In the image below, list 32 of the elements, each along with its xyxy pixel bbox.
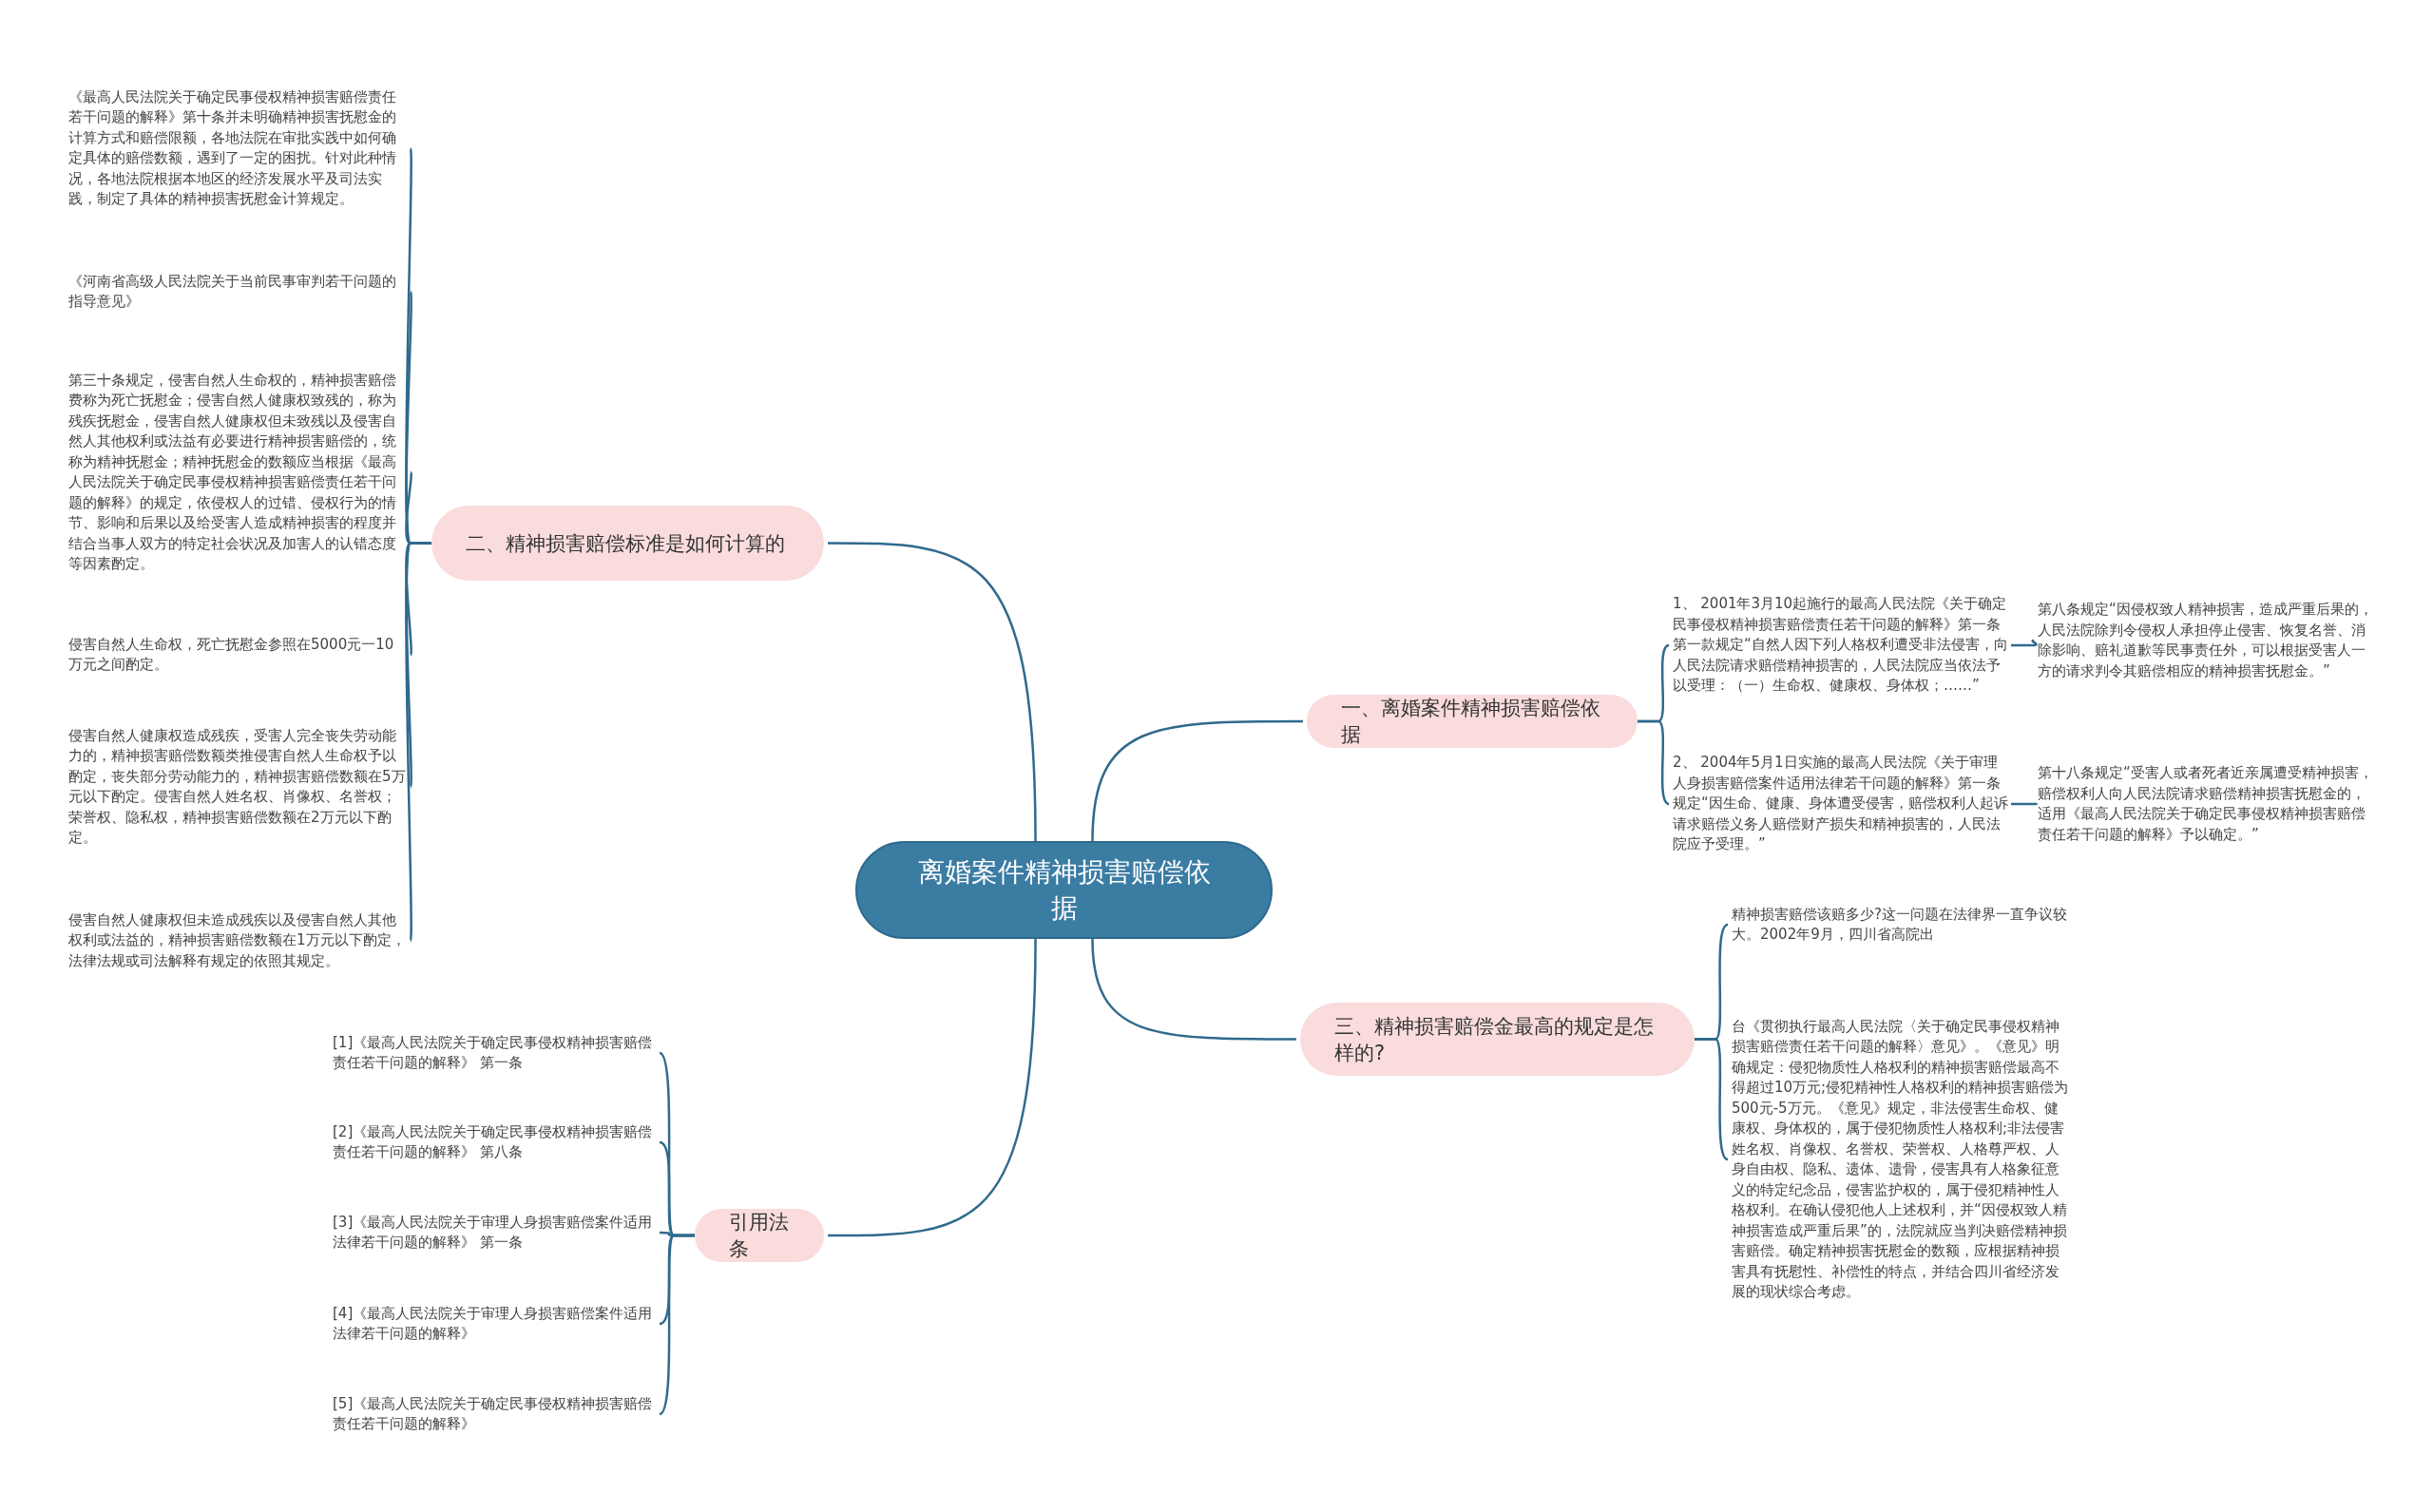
note-text: 《最高人民法院关于确定民事侵权精神损害赔偿责任若干问题的解释》第十条并未明确精神损害抚慰金的计算方式和赔偿限额，各地法院在审批实践中如何确定具体的赔偿数额，遇到了一定的困扰。针对此种情况，各地法院根据本地区的经济发展水平及司法实践，制定了具体的精神损害抚慰金计算规定。 xyxy=(68,74,407,222)
note-text: [4]《最高人民法院关于审理人身损害赔偿案件适用法律若干问题的解释》 xyxy=(333,1301,656,1347)
note-text: [2]《最高人民法院关于确定民事侵权精神损害赔偿责任若干问题的解释》 第八条 xyxy=(333,1120,656,1165)
note-text: 侵害自然人健康权但未造成残疾以及侵害自然人其他权利或法益的，精神损害赔偿数额在1万元以下酌定，法律法规或司法解释有规定的依照其规定。 xyxy=(68,897,407,985)
branch-topic: 三、精神损害赔偿金最高的规定是怎样的? xyxy=(1300,1003,1695,1076)
connector-line xyxy=(659,1234,695,1415)
connector-line xyxy=(828,542,1037,842)
branch-topic: 引用法条 xyxy=(695,1209,824,1262)
note-text: 《河南省高级人民法院关于当前民事审判若干问题的指导意见》 xyxy=(68,270,407,314)
connector-line xyxy=(2011,802,2037,806)
note-text: [3]《最高人民法院关于审理人身损害赔偿案件适用法律若干问题的解释》 第一条 xyxy=(333,1210,656,1255)
connector-line xyxy=(1091,938,1296,1041)
branch-topic: 一、离婚案件精神损害赔偿依据 xyxy=(1307,695,1638,748)
connector-line xyxy=(2011,640,2038,647)
connector-line xyxy=(1695,1038,1729,1161)
connector-line xyxy=(1638,719,1670,806)
connector-line xyxy=(1091,719,1303,842)
connector-line xyxy=(828,938,1037,1237)
branch-topic: 二、精神损害赔偿标准是如何计算的 xyxy=(431,506,824,581)
note-text: 2、 2004年5月1日实施的最高人民法院《关于审理人身损害赔偿案件适用法律若干问题的解释》第一条规定“因生命、健康、身体遭受侵害，赔偿权利人起诉请求赔偿义务人赔偿财产损失和精神损害的，人民法院应予受理。” xyxy=(1673,747,2011,861)
note-text: [1]《最高人民法院关于确定民事侵权精神损害赔偿责任若干问题的解释》 第一条 xyxy=(333,1030,656,1076)
connector-line xyxy=(405,542,431,942)
note-text: [5]《最高人民法院关于确定民事侵权精神损害赔偿责任若干问题的解释》 xyxy=(333,1391,656,1437)
note-text: 精神损害赔偿该赔多少?这一问题在法律界一直争议较大。2002年9月，四川省高院出 xyxy=(1732,901,2070,948)
note-text: 第八条规定“因侵权致人精神损害，造成严重后果的，人民法院除判令侵权人承担停止侵害、恢复名誉、消除影响、赔礼道歉等民事责任外，可以根据受害人一方的请求判令其赔偿相应的精神损害抚慰金。” xyxy=(2038,584,2376,698)
note-text: 1、 2001年3月10起施行的最高人民法院《关于确定民事侵权精神损害赔偿责任若干问题的解释》第一条第一款规定“自然人因下列人格权利遭受非法侵害，向人民法院请求赔偿精神损害的，人民法院应当依法予以受理：（一）生命权、健康权、身体权；……” xyxy=(1673,574,2011,717)
note-text: 侵害自然人生命权，死亡抚慰金参照在5000元一10万元之间酌定。 xyxy=(68,633,407,677)
note-text: 台《贯彻执行最高人民法院〈关于确定民事侵权精神损害赔偿责任若干问题的解释〉意见》。《意见》明确规定：侵犯物质性人格权利的精神损害赔偿最高不得超过10万元;侵犯精神性人格权利的精神损害赔偿为500元-5万元。《意见》规定，非法侵害生命权、健康权、身体权的，属于侵犯物质性人格权利;非法侵害姓名权、肖像权、名誉权、荣誉权、人格尊严权、人身自由权、隐私、遗体、遗骨，侵害具有人格象征意义的特定纪念品，侵害监护权的，属于侵犯精神性人格权利。在确认侵犯他人上述权利，并“因侵权致人精神损害造成严重后果”的，法院就应当判决赔偿精神损害赔偿。确定精神损害抚慰金的数额，应根据精神损害具有抚慰性、补偿性的特点，并结合四川省经济发展的现状综合考虑。 xyxy=(1732,988,2070,1330)
note-text: 第十八条规定“受害人或者死者近亲属遭受精神损害，赔偿权利人向人民法院请求赔偿精神损害抚慰金的，适用《最高人民法院关于确定民事侵权精神损害赔偿责任若干问题的解释》予以确定。” xyxy=(2038,747,2376,861)
note-text: 侵害自然人健康权造成残疾，受害人完全丧失劳动能力的，精神损害赔偿数额类推侵害自然人生命权予以酌定，丧失部分劳动能力的，精神损害赔偿数额在5万元以下酌定。侵害自然人姓名权、肖像权、名誉权；荣誉权、隐私权，精神损害赔偿数额在2万元以下酌定。 xyxy=(68,722,407,852)
central-topic: 离婚案件精神损害赔偿依据 xyxy=(855,841,1273,939)
note-text: 第三十条规定，侵害自然人生命权的，精神损害赔偿费称为死亡抚慰金；侵害自然人健康权致残的，称为残疾抚慰金，侵害自然人健康权但未致残以及侵害自然人其他权利或法益有必要进行精神损害赔偿的，统称为精神抚慰金；精神抚慰金的数额应当根据《最高人民法院关于确定民事侵权精神损害赔偿责任若干问题的解释》的规定，依侵权人的过错、侵权行为的情节、影响和后果以及给受害人造成精神损害的程度并结合当事人双方的特定社会状况及加害人的认错态度等因素酌定。 xyxy=(68,355,407,589)
